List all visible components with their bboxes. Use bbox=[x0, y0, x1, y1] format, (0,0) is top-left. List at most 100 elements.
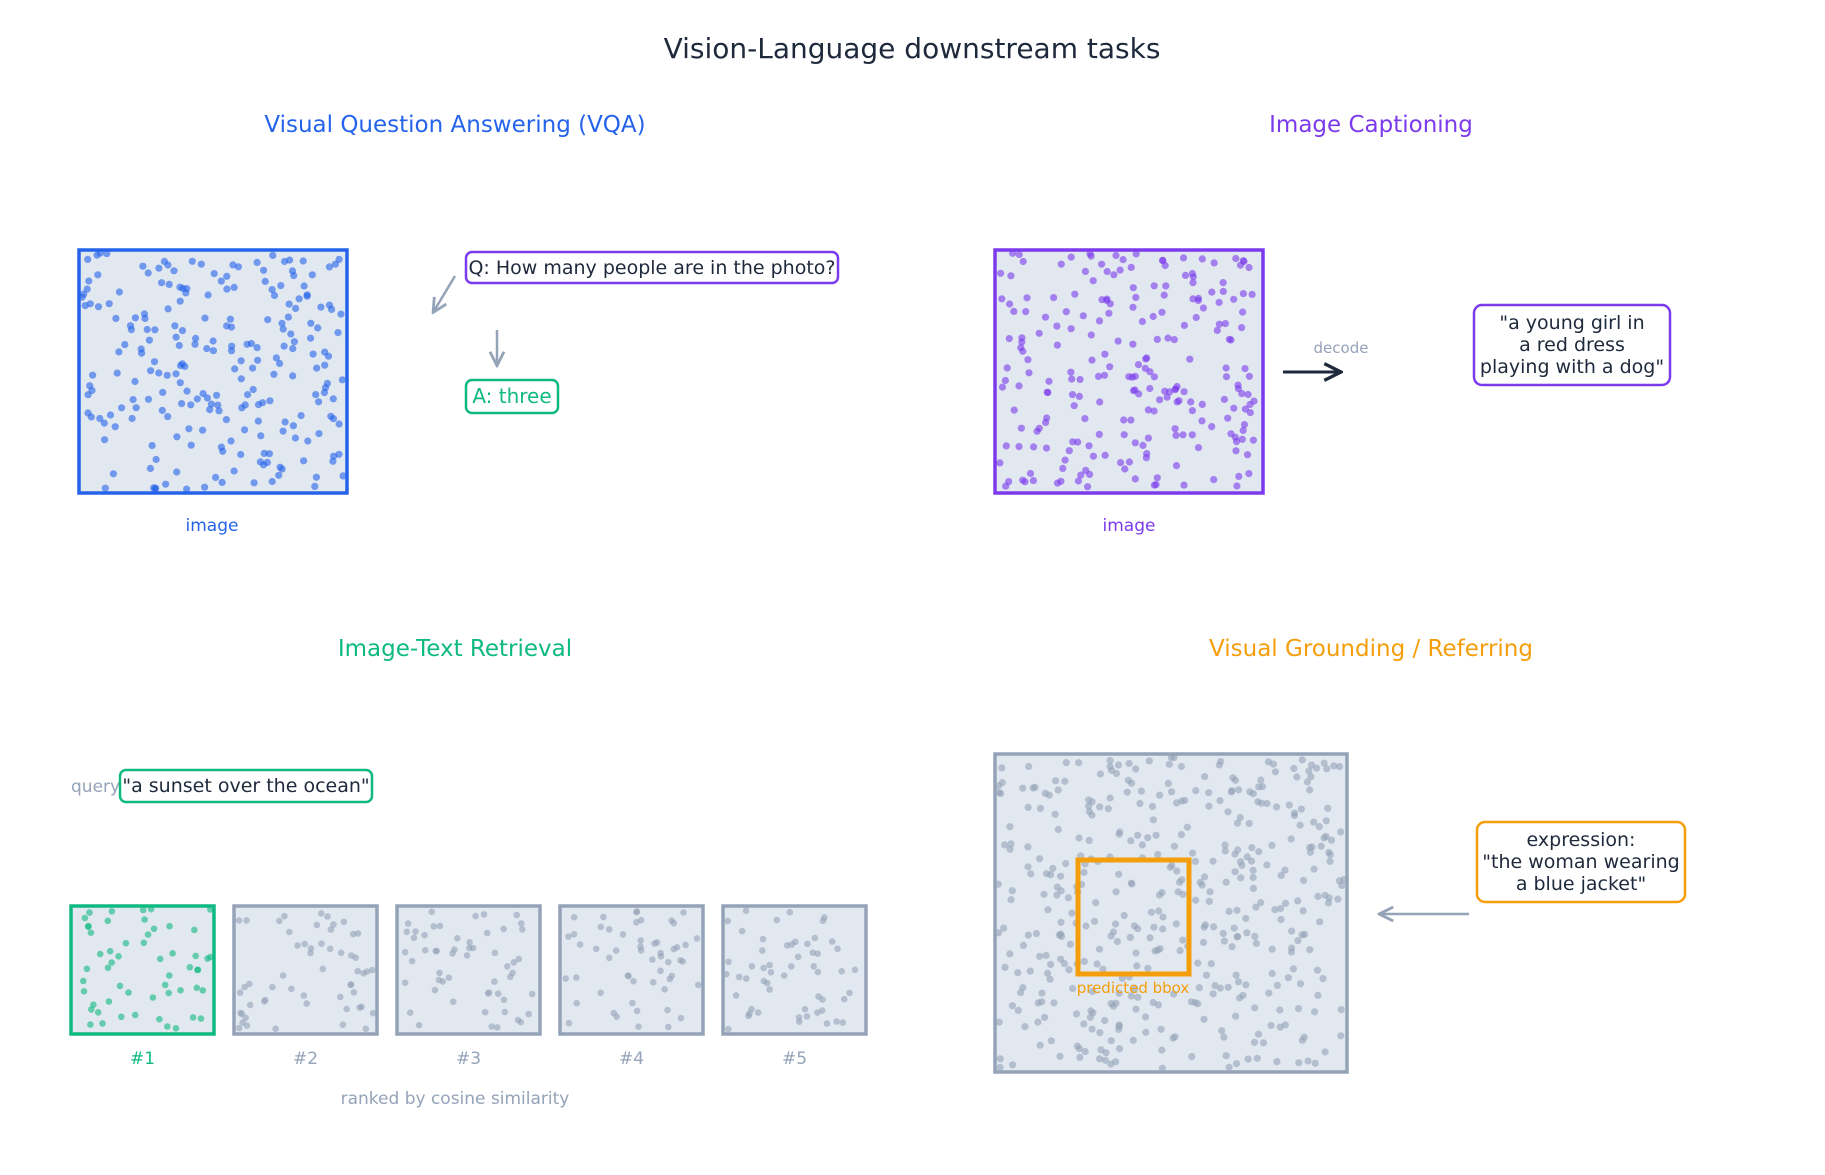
image-dot bbox=[1177, 831, 1185, 839]
image-dot bbox=[229, 261, 237, 269]
image-dot bbox=[1074, 477, 1082, 485]
image-dot bbox=[1232, 1060, 1241, 1068]
image-dot bbox=[1158, 308, 1166, 316]
image-dot bbox=[1337, 828, 1345, 836]
image-dot bbox=[998, 764, 1006, 772]
image-dot bbox=[1101, 1056, 1109, 1064]
image-dot bbox=[1066, 940, 1074, 948]
image-dot bbox=[1322, 817, 1330, 825]
image-dot bbox=[651, 940, 658, 947]
image-dot bbox=[329, 415, 337, 423]
expression-box: expression: "the woman wearing a blue ja… bbox=[1475, 820, 1687, 904]
image-dot bbox=[94, 303, 103, 311]
image-dot bbox=[1233, 933, 1241, 941]
image-dot bbox=[1074, 438, 1082, 446]
image-dot bbox=[633, 1007, 641, 1015]
image-dot bbox=[1024, 931, 1032, 939]
image-dot bbox=[1281, 899, 1290, 908]
image-dot bbox=[84, 923, 92, 930]
image-dot bbox=[223, 285, 231, 293]
image-dot bbox=[525, 1010, 532, 1018]
image-dot bbox=[436, 922, 444, 930]
retrieval-result-5: #5 bbox=[721, 904, 868, 1069]
image-dot bbox=[150, 925, 158, 933]
image-dot bbox=[1290, 764, 1298, 773]
image-dot bbox=[1015, 250, 1023, 259]
image-dot bbox=[1176, 947, 1184, 955]
image-dot bbox=[1207, 960, 1215, 968]
image-dot bbox=[1173, 867, 1181, 875]
image-dot bbox=[148, 442, 156, 450]
image-dot bbox=[1127, 837, 1135, 845]
image-dot bbox=[565, 933, 572, 940]
image-dot bbox=[237, 450, 245, 459]
image-dot bbox=[1086, 470, 1094, 478]
image-dot bbox=[1244, 1055, 1252, 1063]
image-dot bbox=[1249, 873, 1257, 882]
image-dot bbox=[635, 1023, 642, 1030]
image-dot bbox=[759, 935, 767, 943]
image-dot bbox=[266, 397, 274, 405]
image-dot bbox=[150, 358, 159, 366]
image-dot bbox=[1277, 915, 1285, 924]
image-dot bbox=[1015, 443, 1023, 451]
image-dot bbox=[1172, 920, 1180, 928]
image-dot bbox=[1241, 365, 1249, 373]
image-dot bbox=[1163, 393, 1171, 401]
image-dot bbox=[278, 319, 286, 327]
image-dot bbox=[335, 255, 343, 263]
image-dot bbox=[1170, 336, 1178, 344]
image-dot bbox=[677, 1014, 685, 1022]
image-dot bbox=[1031, 783, 1039, 791]
image-dot bbox=[1095, 430, 1103, 438]
image-dot bbox=[106, 947, 114, 955]
image-dot bbox=[1192, 896, 1200, 904]
image-dot bbox=[1065, 447, 1073, 455]
vqa-image-dots bbox=[78, 249, 347, 493]
image-dot bbox=[1054, 825, 1062, 834]
image-dot bbox=[500, 996, 508, 1004]
image-dot bbox=[1120, 911, 1128, 920]
image-dot bbox=[264, 316, 272, 324]
retrieval-panel: Image-Text Retrieval query "a sunset ove… bbox=[69, 636, 868, 1109]
image-dot bbox=[766, 961, 773, 969]
query-text: "a sunset over the ocean" bbox=[122, 775, 369, 797]
image-dot bbox=[565, 1019, 573, 1027]
image-dot bbox=[1303, 778, 1312, 786]
image-dot bbox=[998, 383, 1007, 391]
image-dot bbox=[259, 399, 267, 407]
captioning-panel: Image Captioning image decode "a young g… bbox=[993, 112, 1672, 536]
image-dot bbox=[1230, 924, 1238, 932]
image-dot bbox=[795, 1014, 803, 1021]
image-dot bbox=[1234, 978, 1243, 986]
image-dot bbox=[724, 917, 731, 925]
image-dot bbox=[1209, 857, 1217, 865]
image-dot bbox=[360, 970, 367, 977]
query-box: "a sunset over the ocean" bbox=[118, 768, 374, 804]
image-dot bbox=[1022, 308, 1030, 316]
retrieval-result-2: #2 bbox=[232, 904, 379, 1069]
image-dot bbox=[630, 977, 637, 985]
image-dot bbox=[1240, 421, 1249, 429]
image-dot bbox=[1220, 937, 1228, 945]
image-dot bbox=[415, 1021, 423, 1029]
image-dot bbox=[1147, 908, 1155, 916]
image-dot bbox=[1101, 451, 1109, 459]
image-dot bbox=[1112, 888, 1120, 896]
image-dot bbox=[1085, 836, 1093, 845]
image-dot bbox=[996, 459, 1004, 467]
image-dot bbox=[1082, 922, 1090, 930]
image-dot bbox=[1090, 917, 1099, 925]
image-dot bbox=[186, 964, 194, 971]
image-dot bbox=[1239, 290, 1247, 298]
image-dot bbox=[997, 269, 1005, 277]
image-dot bbox=[1310, 818, 1318, 826]
image-dot bbox=[1146, 934, 1154, 942]
image-dot bbox=[321, 361, 329, 369]
image-dot bbox=[83, 285, 91, 293]
image-dot bbox=[637, 947, 645, 954]
image-dot bbox=[326, 945, 334, 953]
image-dot bbox=[276, 359, 284, 368]
image-dot bbox=[1009, 1061, 1017, 1069]
image-dot bbox=[1296, 821, 1304, 829]
